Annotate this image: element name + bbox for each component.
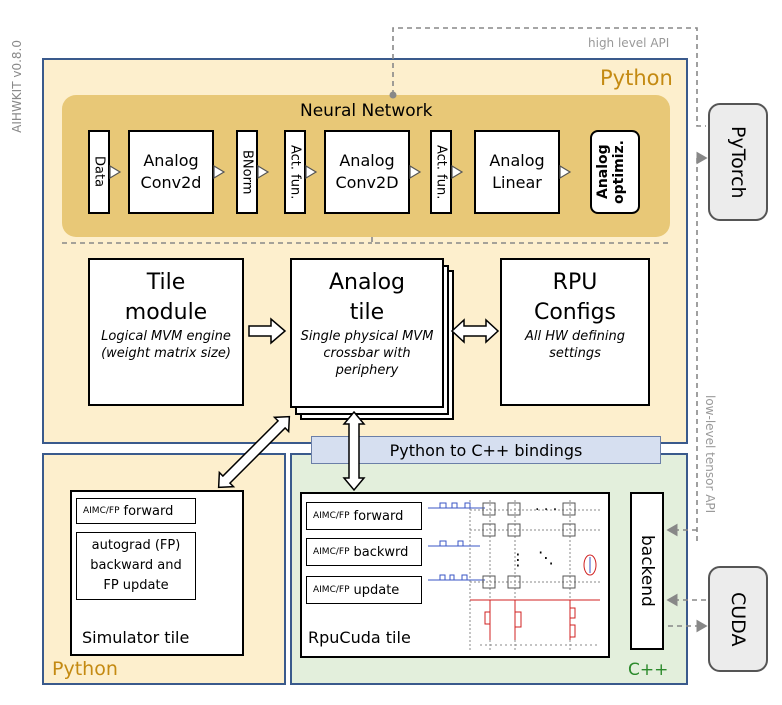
tile-module-box: Tile module Logical MVM engine (weight m… xyxy=(88,258,244,406)
layer-analog-linear: Analog Linear xyxy=(474,130,560,214)
analog-tile-box: Analog tile Single physical MVM crossbar… xyxy=(290,258,444,408)
cpp-label: C++ xyxy=(628,660,669,680)
neural-network-title: Neural Network xyxy=(300,101,433,121)
layer-analog-conv2d-1: Analog Conv2d xyxy=(128,130,214,214)
backend-box: backend xyxy=(630,492,664,650)
pytorch-box: PyTorch xyxy=(708,103,768,221)
high-level-api-label: high level API xyxy=(588,36,670,50)
layer-data: Data xyxy=(88,130,110,214)
crossbar-dots-horizontal: · · · xyxy=(535,502,558,518)
sim-autograd-op: autograd (FP) backward and FP update xyxy=(76,532,196,600)
crossbar-dots-vertical: ⋮ xyxy=(510,550,526,569)
bindings-bar: Python to C++ bindings xyxy=(311,436,661,464)
python-sim-label: Python xyxy=(52,658,118,680)
layer-act-fun-1: Act. fun. xyxy=(284,130,306,214)
low-level-api-label: low-level tensor API xyxy=(703,395,717,514)
python-top-label: Python xyxy=(600,66,673,90)
rpucuda-tile-label: RpuCuda tile xyxy=(308,628,411,647)
simulator-tile-label: Simulator tile xyxy=(82,628,190,647)
cuda-box: CUDA xyxy=(708,566,768,672)
layer-act-fun-2: Act. fun. xyxy=(430,130,452,214)
version-label: AIHWKIT v0.8.0 xyxy=(10,40,24,133)
crossbar-dots-diagonal: ⋱ xyxy=(538,548,554,567)
layer-analog-conv2d-2: Analog Conv2D xyxy=(324,130,410,214)
rpu-configs-box: RPU Configs All HW defining settings xyxy=(500,258,650,406)
layer-analog-optimizer: Analog optimiz. xyxy=(590,130,640,214)
layer-bnorm: BNorm xyxy=(236,130,258,214)
